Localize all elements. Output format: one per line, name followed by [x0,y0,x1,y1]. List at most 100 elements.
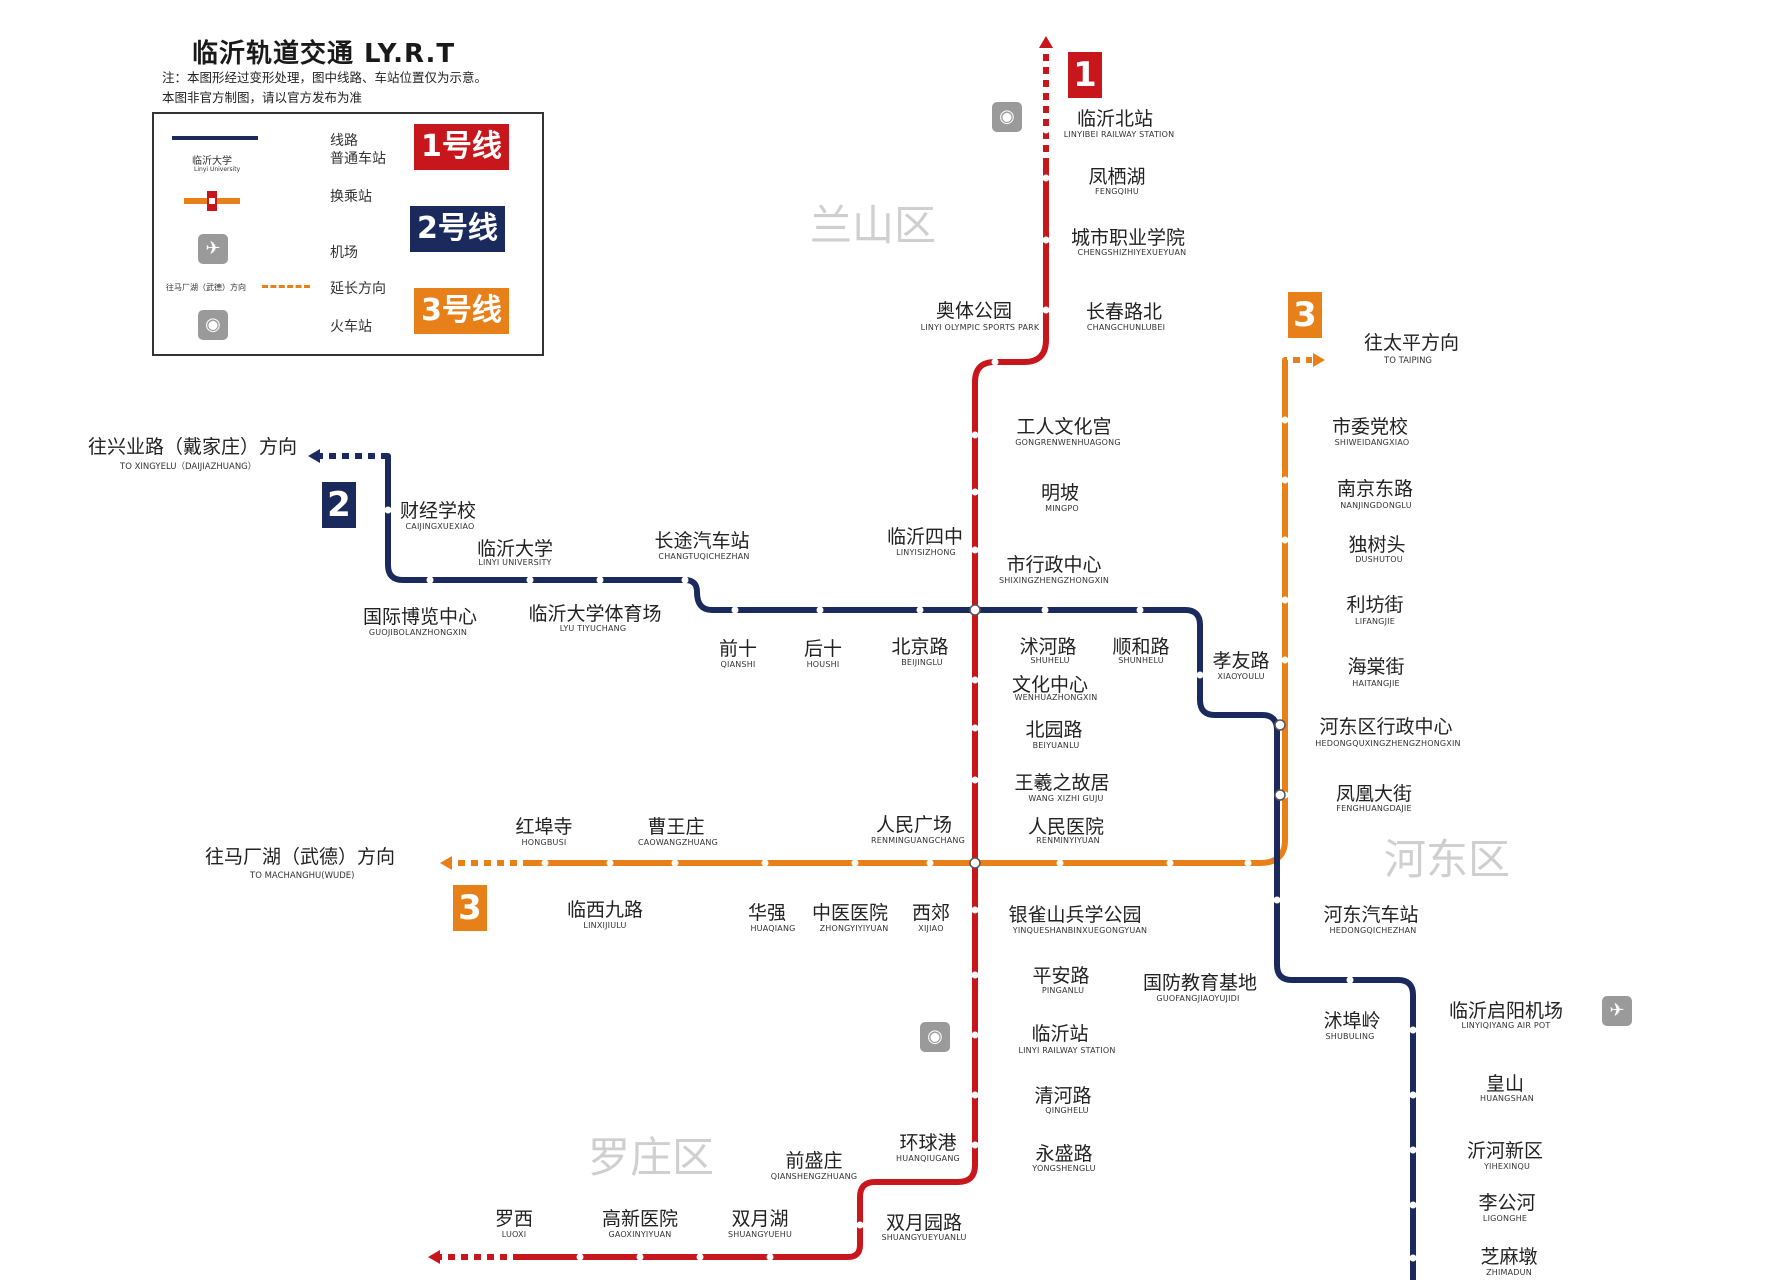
direction-line3-west: 往马厂湖（武德）方向 [205,846,396,868]
station-l3-11-en: ZHONGYIYIYUAN [819,924,889,933]
station-l1-15: 平安路 [1032,965,1090,987]
transfer-stations [969,604,1286,869]
station-l1-5: 工人文化宫 [1016,416,1112,438]
legend-line2-badge: 2号线 [410,206,505,252]
station-l1-1-en: FENGQIHU [1095,187,1139,196]
station-l1-13-en: RENMINYIYUAN [1036,836,1100,845]
legend-extension-label: 延长方向 [330,281,386,297]
station-l1-22-en: SHUANGYUEHU [727,1230,793,1239]
airport-icon: ✈ [1602,996,1632,1026]
district-hedong: 河东区 [1384,835,1511,884]
legend-rail-icon: ◉ [198,310,228,340]
station-l3-5-en: HEDONGQUXINGZHENGZHONGXIN [1315,739,1461,748]
station-l1-10-en: BEIYUANLU [1032,741,1080,750]
station-l2-18-en: ZHIMADUN [1486,1268,1532,1277]
station-l2-6-en: HOUSHI [806,660,840,669]
line3-number-badge-north: 3 [1288,292,1322,338]
station-l1-3: 长春路北 [1085,301,1163,323]
station-l1-19-en: HUANQIUGANG [896,1154,960,1163]
station-l3-11: 中医医院 [811,902,889,924]
station-l3-10-en: HUAQIANG [750,924,796,933]
station-l2-16-en: YIHEXINQU [1483,1162,1531,1171]
station-l2-5: 前十 [718,638,758,660]
station-l3-10: 华强 [747,902,787,924]
station-l2-11-en: HEDONGQICHEZHAN [1329,926,1417,935]
legend-line3-badge: 3号线 [414,288,509,334]
legend-airport-icon: ✈ [198,234,228,264]
line3-west-arrow [440,856,452,870]
legend-extension-swatch [262,285,310,288]
station-l1-17: 清河路 [1034,1085,1092,1107]
district-lanshan: 兰山区 [810,201,937,250]
station-l2-4: 长途汽车站 [654,530,750,552]
station-l2-10: 孝友路 [1212,650,1270,672]
line1-north-arrow [1039,36,1053,48]
station-l2-11: 河东汽车站 [1323,904,1419,926]
legend-box: 临沂大学 Linyi University 线路 普通车站 换乘站 ✈ 机场 往… [152,112,544,356]
station-l2-13-en: SHUBULING [1325,1032,1375,1041]
station-l3-3: 利坊街 [1346,594,1404,616]
station-l1-2-en: CHENGSHIZHIYEXUEYUAN [1077,248,1187,257]
station-l2-18: 芝麻墩 [1480,1246,1538,1268]
station-l1-24-en: LUOXI [501,1230,527,1239]
district-luozhuang: 罗庄区 [588,1133,715,1182]
station-l1-15-en: PINGANLU [1041,986,1085,995]
station-l3-8-en: CAOWANGZHUANG [638,838,718,847]
station-l3-9: 临西九路 [566,899,644,921]
legend-univ-en: Linyi University [194,166,241,173]
station-l1-9-en: WENHUAZHONGXIN [1014,693,1098,702]
rail-station-icon-north: ◉ [992,102,1022,132]
line3-north-arrow [1313,353,1325,367]
map-note-1: 注：本图形经过变形处理，图中线路、车站位置仅为示意。 [162,70,488,85]
station-l3-12-en: XIJIAO [918,924,944,933]
station-l1-17-en: QINGHELU [1045,1106,1089,1115]
station-l3-0-en: SHIWEIDANGXIAO [1334,438,1410,447]
station-l2-6: 后十 [803,638,843,660]
line3-number-badge-west: 3 [453,885,487,931]
station-l2-12-en: GUOFANGJIAOYUJIDI [1156,994,1240,1003]
station-l1-20-en: QIANSHENGZHUANG [770,1172,858,1181]
line2-west-arrow [308,449,320,463]
station-l1-6-en: MINGPO [1045,504,1079,513]
legend-line-swatch [172,136,258,140]
station-l3-9-en: LINXIJIULU [583,921,627,930]
legend-station-label: 普通车站 [330,151,386,167]
station-l1-0: 临沂北站 [1076,108,1154,130]
station-l1-7-en: LINYISIZHONG [896,548,956,557]
station-l3-8: 曹王庄 [647,816,705,838]
station-l3-7: 红埠寺 [515,816,573,838]
station-l2-3-en: LYU TIYUCHANG [559,624,627,633]
station-l2-0-en: CAIJINGXUEXIAO [405,522,475,531]
legend-univ-cn: 临沂大学 [192,156,232,167]
station-l2-4-en: CHANGTUQICHEZHAN [658,552,750,561]
station-l1-4: 奥体公园 [935,300,1013,322]
station-dots [384,126,1417,1262]
rail-station-icon-south: ◉ [920,1022,950,1052]
station-l2-14: 临沂启阳机场 [1448,1000,1564,1022]
direction-line3-north: 往太平方向 [1364,332,1460,354]
station-l1-5-en: GONGRENWENHUAGONG [1015,438,1121,447]
station-l2-5-en: QIANSHI [720,660,756,669]
station-l3-2-en: DUSHUTOU [1355,555,1403,564]
line1-route [440,48,1049,1260]
legend-airport-label: 机场 [330,245,358,261]
station-l1-7: 临沂四中 [886,526,964,548]
station-l1-19: 环球港 [899,1132,957,1154]
station-l1-23: 高新医院 [601,1208,679,1230]
station-l3-2: 独树头 [1348,534,1406,556]
station-l2-0: 财经学校 [399,500,477,522]
line2-number-badge: 2 [322,482,356,528]
station-l1-8-en: SHIXINGZHENGZHONGXIN [998,576,1110,585]
station-l2-1-en: LINYI UNIVERSITY [478,558,552,567]
station-l2-12: 国防教育基地 [1142,972,1258,994]
map-note-2: 本图非官方制图，请以官方发布为准 [162,90,363,105]
station-l3-4: 海棠街 [1347,656,1405,678]
station-l3-1-en: NANJINGDONGLU [1340,501,1412,510]
legend-rail-label: 火车站 [330,319,372,335]
station-l2-15: 皇山 [1485,1073,1525,1095]
station-l1-21-en: SHUANGYUEYUANLU [881,1233,967,1242]
station-l2-7: 北京路 [891,636,949,658]
station-l1-2: 城市职业学院 [1070,227,1186,249]
line1-west-arrow [428,1250,440,1264]
